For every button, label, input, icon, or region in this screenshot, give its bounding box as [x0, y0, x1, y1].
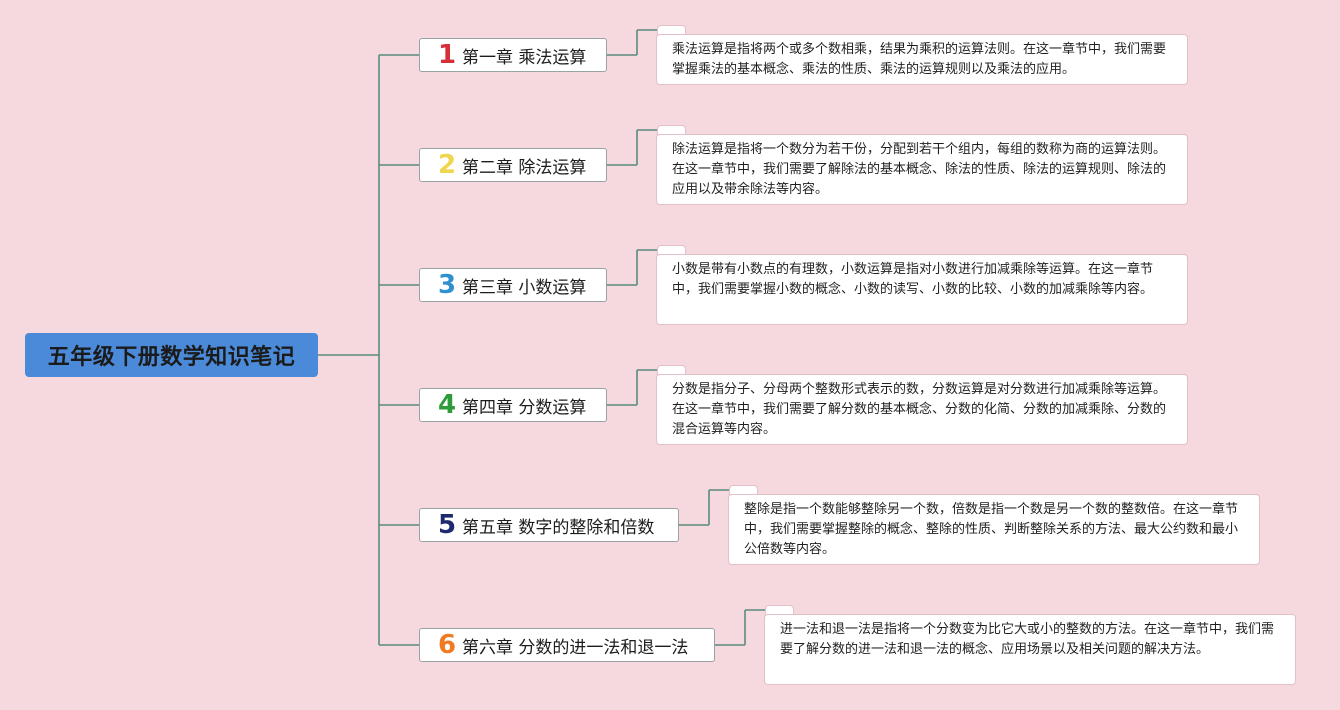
root-title: 五年级下册数学知识笔记 — [47, 345, 296, 370]
note-tab — [657, 125, 686, 135]
chapter-title: 第三章 小数运算 — [462, 277, 587, 298]
note-text: 小数是带有小数点的有理数，小数运算是指对小数进行加减乘除等运算。在这一章节中，我… — [672, 262, 1154, 297]
note-text: 整除是指一个数能够整除另一个数，倍数是指一个数是另一个数的整数倍。在这一章节中，… — [744, 502, 1239, 557]
note-text: 进一法和退一法是指将一个分数变为比它大或小的整数的方法。在这一章节中，我们需要了… — [780, 622, 1275, 657]
chapter-3-note[interactable]: 小数是带有小数点的有理数，小数运算是指对小数进行加减乘除等运算。在这一章节中，我… — [656, 254, 1188, 325]
chapter-title: 第五章 数字的整除和倍数 — [462, 517, 655, 538]
chapter-6-node[interactable]: 6 第六章 分数的进一法和退一法 — [419, 628, 715, 662]
chapter-title: 第二章 除法运算 — [462, 157, 587, 178]
chapter-1-note[interactable]: 乘法运算是指将两个或多个数相乘，结果为乘积的运算法则。在这一章节中，我们需要掌握… — [656, 34, 1188, 85]
chapter-number: 4 — [438, 390, 457, 420]
chapter-5-node[interactable]: 5 第五章 数字的整除和倍数 — [419, 508, 679, 542]
chapter-3-node[interactable]: 3 第三章 小数运算 — [419, 268, 607, 302]
chapter-title: 第一章 乘法运算 — [462, 47, 587, 68]
root-topic[interactable]: 五年级下册数学知识笔记 — [25, 333, 318, 377]
chapter-title: 第六章 分数的进一法和退一法 — [462, 637, 689, 658]
note-tab — [729, 485, 758, 495]
chapter-number: 6 — [438, 630, 457, 660]
chapter-2-note[interactable]: 除法运算是指将一个数分为若干份，分配到若干个组内，每组的数称为商的运算法则。在这… — [656, 134, 1188, 205]
chapter-title: 第四章 分数运算 — [462, 397, 587, 418]
chapter-1-node[interactable]: 1 第一章 乘法运算 — [419, 38, 607, 72]
chapter-4-note[interactable]: 分数是指分子、分母两个整数形式表示的数，分数运算是对分数进行加减乘除等运算。在这… — [656, 374, 1188, 445]
chapter-number: 3 — [438, 270, 457, 300]
chapter-5-note[interactable]: 整除是指一个数能够整除另一个数，倍数是指一个数是另一个数的整数倍。在这一章节中，… — [728, 494, 1260, 565]
note-text: 除法运算是指将一个数分为若干份，分配到若干个组内，每组的数称为商的运算法则。在这… — [672, 142, 1167, 197]
chapter-number: 1 — [438, 40, 457, 70]
note-tab — [657, 25, 686, 35]
chapter-2-node[interactable]: 2 第二章 除法运算 — [419, 148, 607, 182]
note-tab — [657, 245, 686, 255]
chapter-4-node[interactable]: 4 第四章 分数运算 — [419, 388, 607, 422]
chapter-number: 2 — [438, 150, 457, 180]
note-tab — [765, 605, 794, 615]
note-text: 乘法运算是指将两个或多个数相乘，结果为乘积的运算法则。在这一章节中，我们需要掌握… — [672, 42, 1167, 77]
note-text: 分数是指分子、分母两个整数形式表示的数，分数运算是对分数进行加减乘除等运算。在这… — [672, 382, 1167, 437]
chapter-6-note[interactable]: 进一法和退一法是指将一个分数变为比它大或小的整数的方法。在这一章节中，我们需要了… — [764, 614, 1296, 685]
chapter-number: 5 — [438, 510, 457, 540]
note-tab — [657, 365, 686, 375]
